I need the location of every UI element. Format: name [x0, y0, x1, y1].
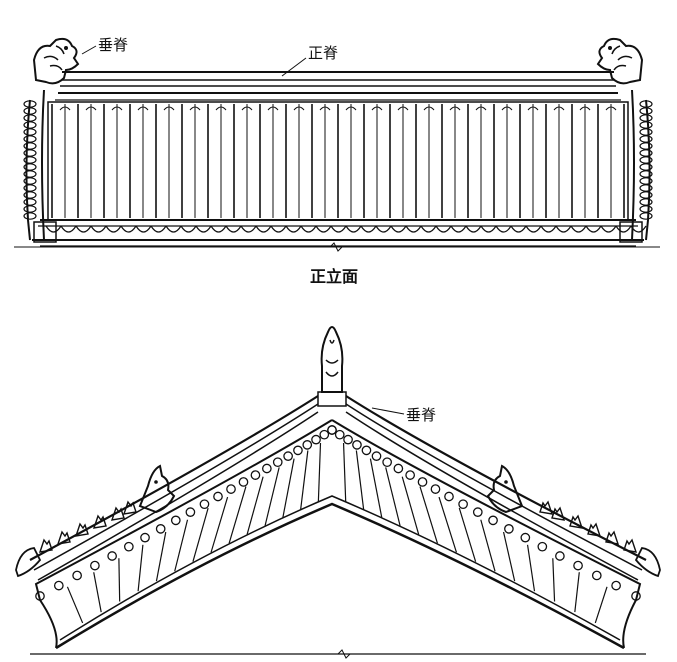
tile-panels: [66, 442, 608, 624]
gable-end-right: [619, 89, 653, 243]
main-ridge: [55, 71, 621, 101]
eave-band: [14, 219, 660, 248]
label-hip-ridge-front: 垂脊: [98, 36, 128, 54]
slope-ornament-left: [138, 464, 176, 514]
end-ornament-left: [15, 547, 42, 578]
roof-surface: [34, 419, 642, 649]
end-ornament-right: [634, 547, 661, 578]
ridge-ornament-left: [32, 37, 80, 85]
eave-scallops: [35, 425, 641, 601]
ridge-beasts-right: [539, 500, 638, 553]
ridge-beasts-left: [38, 500, 137, 553]
label-main-ridge: 正脊: [308, 44, 338, 62]
slope-ornament-right: [486, 464, 524, 514]
gable-end-left: [23, 89, 57, 243]
label-hip-ridge-side: 垂脊: [406, 406, 436, 424]
tile-columns: [51, 104, 625, 218]
apex-finial: [317, 326, 347, 407]
front-elevation: 垂脊 正脊 正立面: [14, 36, 660, 286]
bargeboard: [55, 502, 625, 650]
side-elevation: 垂脊: [15, 326, 661, 659]
caption-front-elevation: 正立面: [310, 267, 358, 286]
hip-ridge-bands: [29, 395, 647, 581]
ridge-ornament-right: [596, 37, 644, 85]
